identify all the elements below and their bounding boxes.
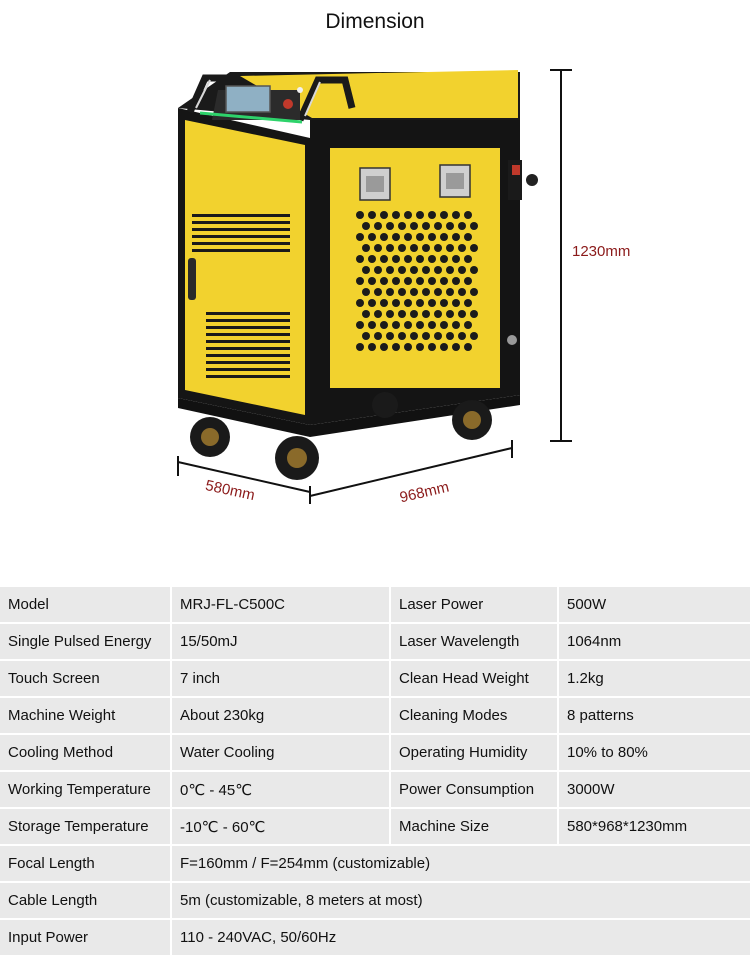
table-row: Machine Weight About 230kg Cleaning Mode… — [0, 698, 750, 733]
page-title: Dimension — [325, 10, 425, 33]
table-row: Cable Length 5m (customizable, 8 meters … — [0, 883, 750, 918]
spec-label: Cleaning Modes — [391, 698, 557, 733]
door-handles — [359, 164, 471, 201]
height-dimension-line — [550, 69, 572, 442]
spec-value: Water Cooling — [172, 735, 389, 770]
table-row: Input Power 110 - 240VAC, 50/60Hz — [0, 920, 750, 955]
spec-value: 580*968*1230mm — [559, 809, 750, 844]
spec-label: Power Consumption — [391, 772, 557, 807]
spec-value: -10℃ - 60℃ — [172, 809, 389, 844]
spec-value: 1.2kg — [559, 661, 750, 696]
spec-value: 3000W — [559, 772, 750, 807]
spec-value: MRJ-FL-C500C — [172, 587, 389, 622]
spec-label: Cable Length — [0, 883, 170, 918]
touch-screen-icon — [225, 85, 271, 113]
width-dimension-label: 968mm — [398, 479, 451, 507]
table-row: Storage Temperature -10℃ - 60℃ Machine S… — [0, 809, 750, 844]
spec-label: Focal Length — [0, 846, 170, 881]
machine-illustration: 1230mm 580mm 968mm — [177, 69, 630, 507]
spec-label: Working Temperature — [0, 772, 170, 807]
spec-value: About 230kg — [172, 698, 389, 733]
spec-label: Operating Humidity — [391, 735, 557, 770]
spec-value: 1064nm — [559, 624, 750, 659]
table-row: Single Pulsed Energy 15/50mJ Laser Wavel… — [0, 624, 750, 659]
spec-value: 0℃ - 45℃ — [172, 772, 389, 807]
depth-dimension-label: 580mm — [204, 477, 256, 504]
height-dimension-label: 1230mm — [572, 243, 630, 260]
spec-value: 5m (customizable, 8 meters at most) — [172, 883, 750, 918]
spec-label: Machine Weight — [0, 698, 170, 733]
caster-wheels — [190, 392, 492, 480]
spec-label: Laser Power — [391, 587, 557, 622]
spec-label: Machine Size — [391, 809, 557, 844]
spec-label: Input Power — [0, 920, 170, 955]
laser-cleaning-machine — [178, 70, 538, 480]
table-row: Focal Length F=160mm / F=254mm (customiz… — [0, 846, 750, 881]
spec-value: 15/50mJ — [172, 624, 389, 659]
spec-value: 110 - 240VAC, 50/60Hz — [172, 920, 750, 955]
spec-label: Storage Temperature — [0, 809, 170, 844]
spec-value: 7 inch — [172, 661, 389, 696]
table-row: Working Temperature 0℃ - 45℃ Power Consu… — [0, 772, 750, 807]
table-row: Cooling Method Water Cooling Operating H… — [0, 735, 750, 770]
spec-value: 500W — [559, 587, 750, 622]
spec-value: 8 patterns — [559, 698, 750, 733]
spec-value: 10% to 80% — [559, 735, 750, 770]
spec-value: F=160mm / F=254mm (customizable) — [172, 846, 750, 881]
width-dimension-line — [309, 440, 513, 497]
spec-label: Model — [0, 587, 170, 622]
spec-label: Clean Head Weight — [391, 661, 557, 696]
specification-table: Model MRJ-FL-C500C Laser Power 500W Sing… — [0, 585, 750, 957]
table-row: Touch Screen 7 inch Clean Head Weight 1.… — [0, 661, 750, 696]
table-row: Model MRJ-FL-C500C Laser Power 500W — [0, 587, 750, 622]
spec-label: Cooling Method — [0, 735, 170, 770]
spec-label: Laser Wavelength — [391, 624, 557, 659]
spec-label: Single Pulsed Energy — [0, 624, 170, 659]
spec-label: Touch Screen — [0, 661, 170, 696]
